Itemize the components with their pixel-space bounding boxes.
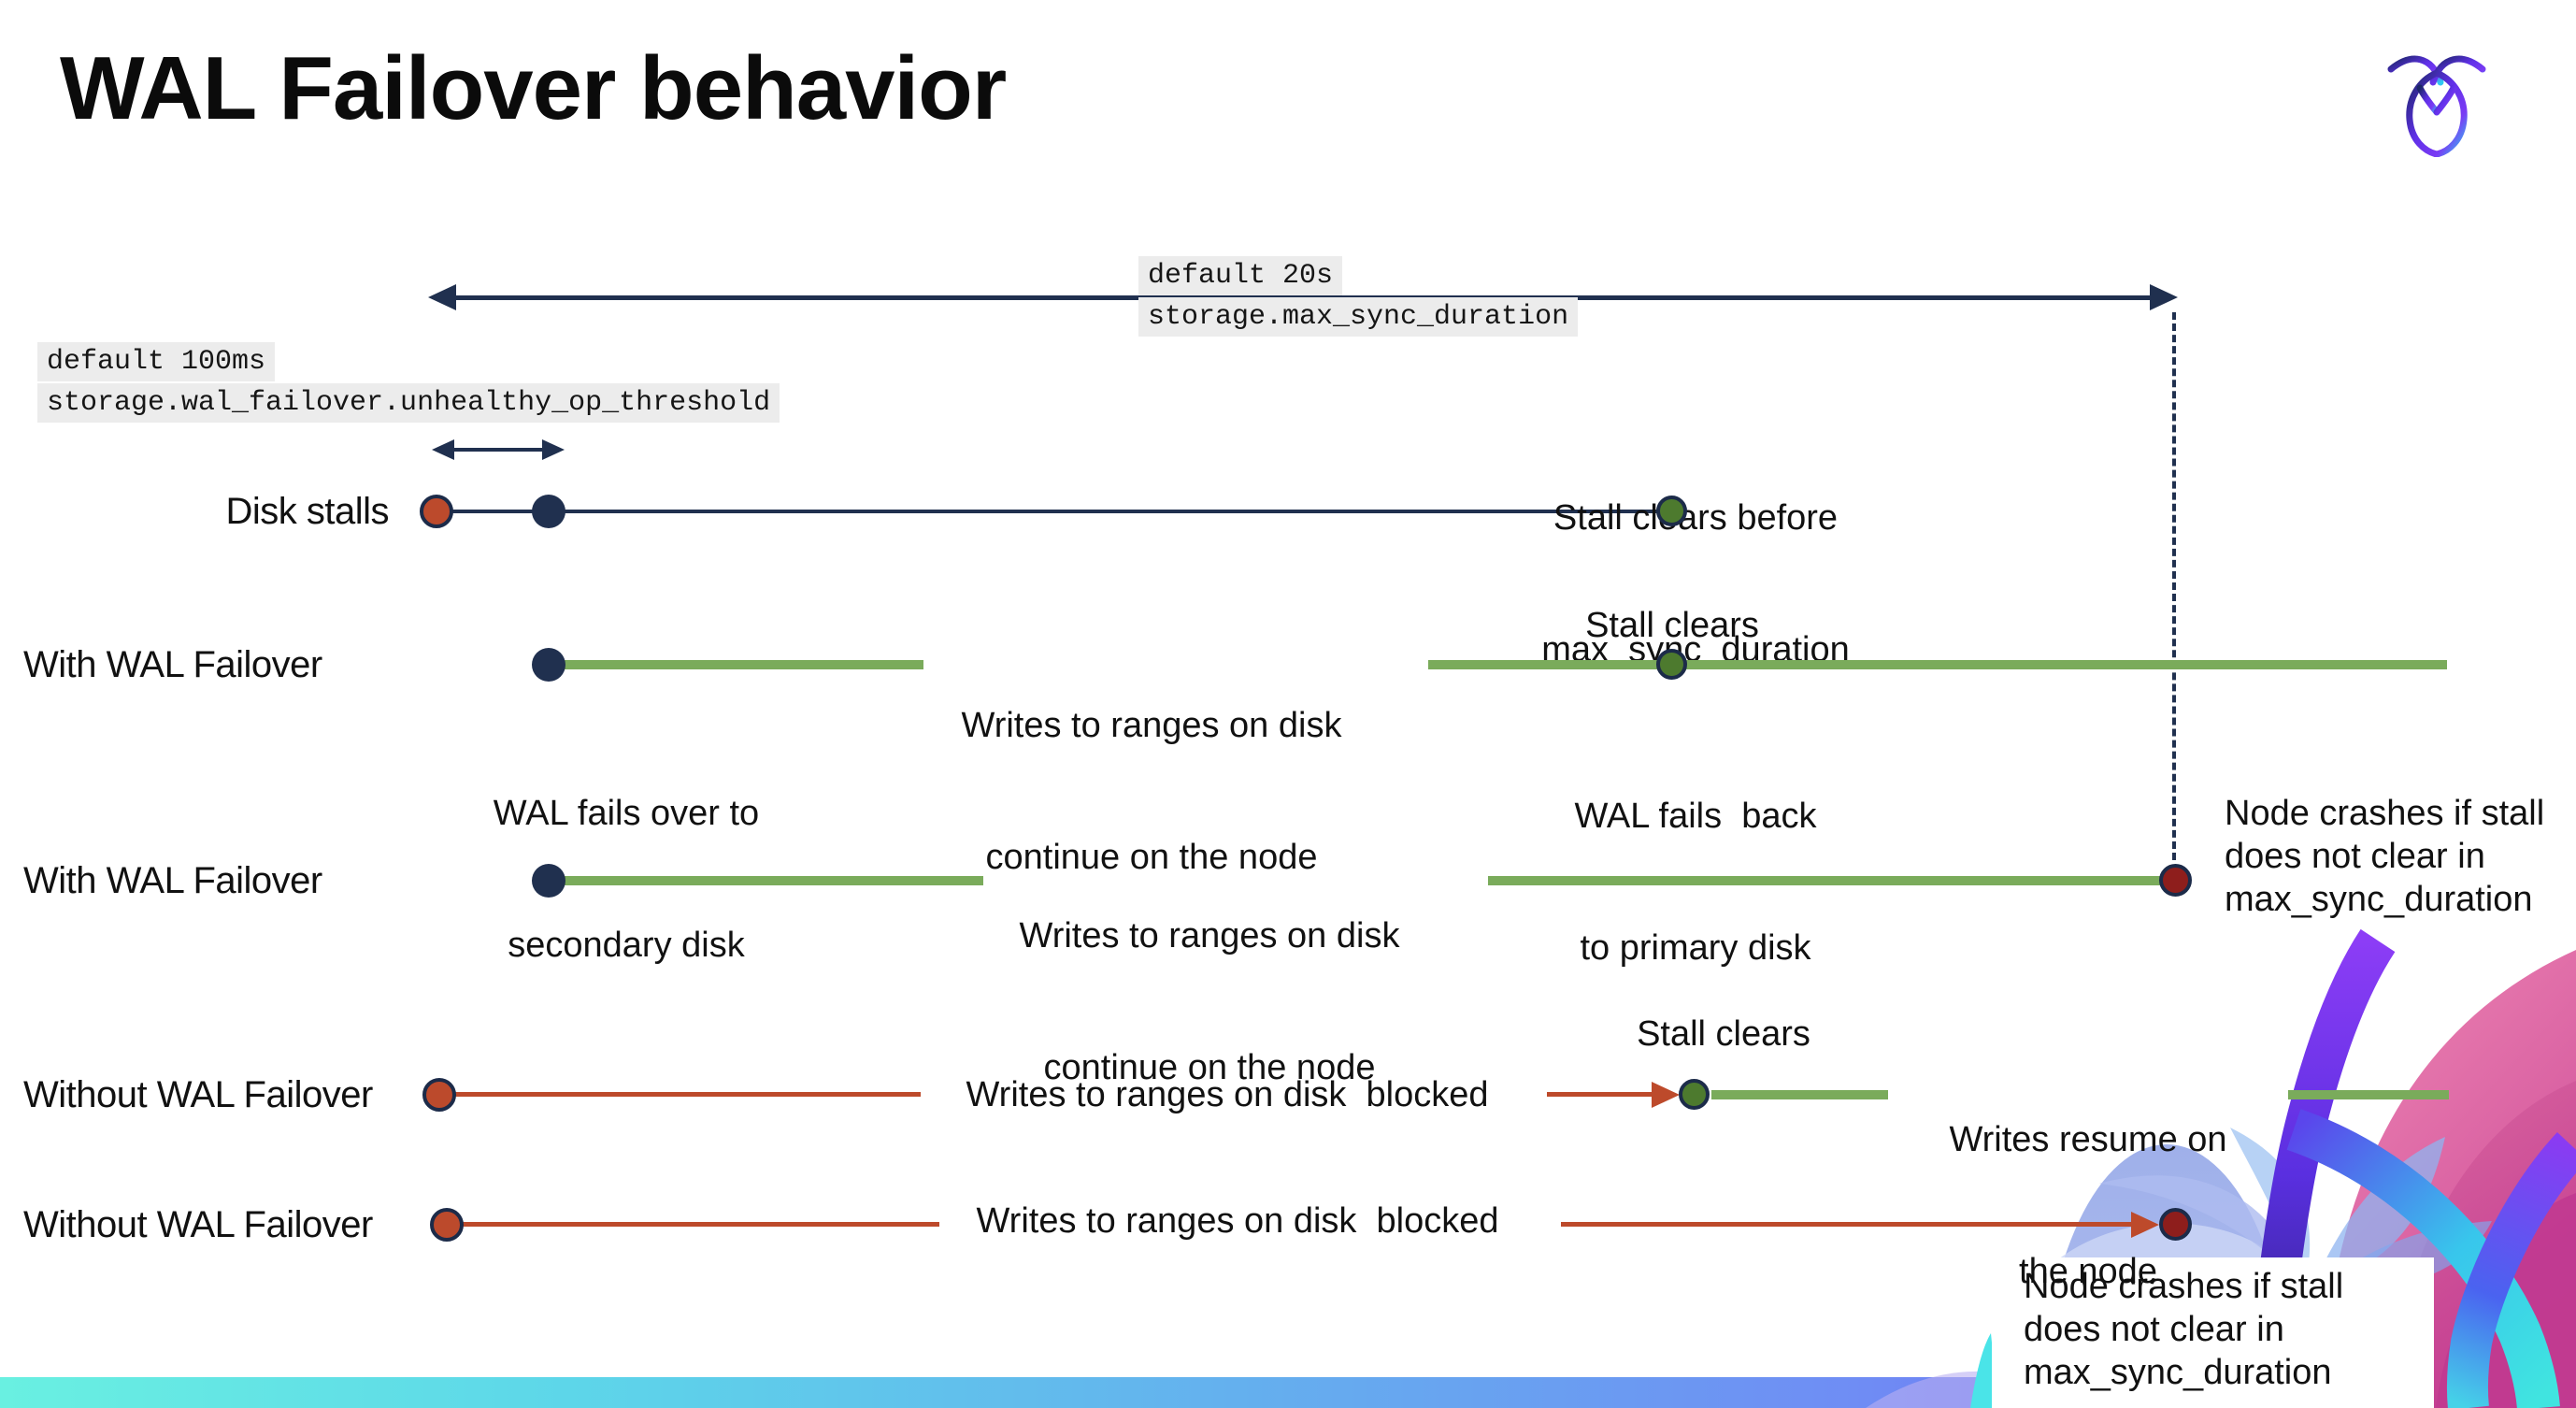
stall-start-dot <box>422 1078 456 1112</box>
cockroachdb-logo-icon <box>2387 55 2486 157</box>
failover-note: WAL fails over to secondary disk <box>449 704 804 1056</box>
max-sync-setting-label: storage.max_sync_duration <box>1138 297 1579 337</box>
failover-dot <box>532 648 565 682</box>
page-title: WAL Failover behavior <box>60 38 1007 138</box>
stall-clears-note: Stall clears <box>1585 606 1759 645</box>
threshold-reached-dot <box>532 495 565 528</box>
writes-blocked-line <box>1561 1222 2131 1227</box>
note-line: Writes to ranges on disk <box>961 706 1342 745</box>
note-line: Node crashes if stall <box>2024 1267 2344 1306</box>
writes-resume-line <box>1711 1090 1888 1099</box>
stall-clears-dot <box>1656 496 1687 526</box>
stall-clears-dot <box>1679 1079 1710 1110</box>
writes-continue-note: Writes to ranges on disk continue on the… <box>1004 826 1415 1178</box>
writes-continue-line <box>1488 876 2176 885</box>
node-crash-dot <box>2159 864 2192 897</box>
threshold-arrow-left-head <box>432 439 454 460</box>
node-crash-note: Node crashes if stall does not clear in … <box>2225 792 2576 921</box>
note-line: secondary disk <box>508 926 745 965</box>
disk-stall-timeline <box>436 510 1672 513</box>
blocked-arrow-head <box>2131 1212 2159 1238</box>
writes-blocked-note: Writes to ranges on disk blocked <box>976 1201 1499 1241</box>
max-sync-default-label: default 20s <box>1138 256 1343 295</box>
writes-continue-note: Writes to ranges on disk continue on the… <box>946 616 1357 968</box>
threshold-arrow-right-head <box>542 439 565 460</box>
row-label-with-wal-failover: With WAL Failover <box>23 860 322 901</box>
note-line: the node <box>2019 1252 2157 1291</box>
writes-resume-line <box>2288 1090 2449 1099</box>
writes-continue-line <box>549 876 983 885</box>
writes-blocked-note: Writes to ranges on disk blocked <box>966 1075 1489 1114</box>
writes-resume-note: Writes resume on the node <box>1929 1030 2247 1382</box>
writes-blocked-line <box>447 1222 939 1227</box>
note-line: Stall clears before <box>1553 498 1839 538</box>
node-crash-dot <box>2159 1208 2192 1241</box>
note-line: Node crashes if stall <box>2225 794 2545 833</box>
failover-dot <box>532 864 565 898</box>
row-label-without-wal-failover: Without WAL Failover <box>23 1204 373 1245</box>
writes-continue-line <box>1428 660 2447 669</box>
stall-clears-dot <box>1656 649 1687 680</box>
threshold-arrow-line <box>452 448 544 452</box>
note-line: to primary disk <box>1580 928 1811 968</box>
note-line: WAL fails over to <box>493 794 760 833</box>
note-line: does not clear in <box>2225 837 2485 876</box>
node-crash-callout: Node crashes if stall does not clear in … <box>1992 1257 2434 1408</box>
stall-start-dot <box>420 495 453 528</box>
max-sync-deadline-dashed-line <box>2172 312 2176 860</box>
note-line: does not clear in <box>2024 1310 2284 1349</box>
note-line: continue on the node <box>985 838 1318 877</box>
threshold-default-label: default 100ms <box>37 342 276 381</box>
row-label-without-wal-failover: Without WAL Failover <box>23 1074 373 1115</box>
node-crash-note: Node crashes if stall does not clear in … <box>2024 1265 2343 1394</box>
note-line: continue on the node <box>1043 1048 1376 1087</box>
writes-continue-line <box>549 660 923 669</box>
corner-brand-artwork <box>1866 928 2576 1408</box>
note-line: Writes resume on <box>1949 1120 2227 1159</box>
note-line: max_sync_duration <box>2225 880 2533 919</box>
blocked-arrow-head <box>1652 1082 1680 1108</box>
arrow-right-head <box>2150 284 2178 310</box>
note-line: max_sync_duration <box>2024 1353 2332 1392</box>
note-line: Writes to ranges on disk <box>1019 916 1400 955</box>
failback-note: WAL fails back to primary disk <box>1518 707 1873 1058</box>
writes-blocked-line <box>439 1092 921 1097</box>
stall-clears-note: Stall clears <box>1637 1014 1810 1054</box>
note-line: WAL fails back <box>1574 797 1817 836</box>
threshold-setting-label: storage.wal_failover.unhealthy_op_thresh… <box>37 383 780 423</box>
stall-start-dot <box>430 1208 464 1242</box>
row-label-disk-stalls: Disk stalls <box>225 491 389 532</box>
arrow-left-head <box>428 284 456 310</box>
row-label-with-wal-failover: With WAL Failover <box>23 644 322 685</box>
writes-blocked-line <box>1547 1092 1657 1097</box>
